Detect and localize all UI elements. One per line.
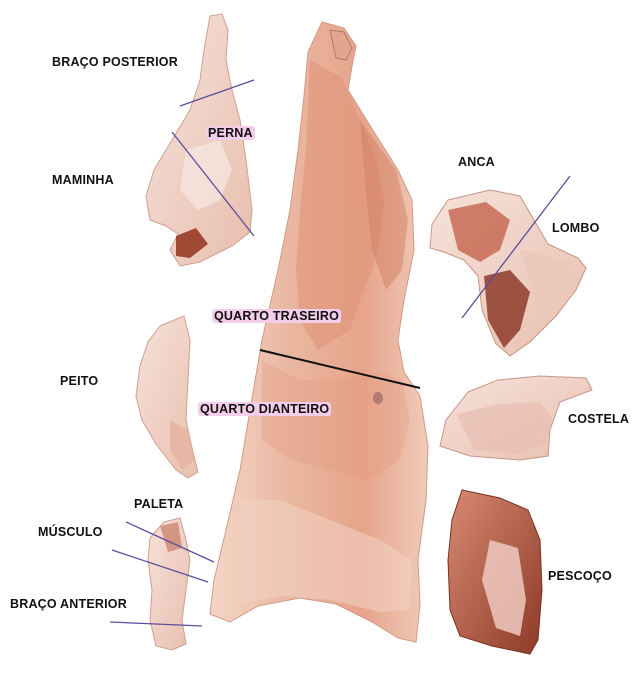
- label-braco-posterior: BRAÇO POSTERIOR: [52, 55, 178, 69]
- loin-cut: [430, 190, 586, 356]
- leg-cut: [146, 14, 252, 266]
- label-perna: PERNA: [206, 126, 255, 140]
- label-anca: ANCA: [458, 155, 495, 169]
- label-quarto-traseiro: QUARTO TRASEIRO: [212, 309, 341, 323]
- label-braco-anterior: BRAÇO ANTERIOR: [10, 597, 127, 611]
- label-pescoco: PESCOÇO: [548, 569, 612, 583]
- carcass: [210, 22, 428, 642]
- label-lombo: LOMBO: [552, 221, 600, 235]
- label-paleta: PALETA: [134, 497, 183, 511]
- label-maminha: MAMINHA: [52, 173, 114, 187]
- label-costela: COSTELA: [568, 412, 629, 426]
- label-musculo: MÚSCULO: [38, 525, 103, 539]
- neck-cut: [448, 490, 542, 654]
- shoulder-cut: [148, 518, 190, 650]
- label-quarto-dianteiro: QUARTO DIANTEIRO: [198, 402, 331, 416]
- label-peito: PEITO: [60, 374, 98, 388]
- brisket-cut: [136, 316, 198, 478]
